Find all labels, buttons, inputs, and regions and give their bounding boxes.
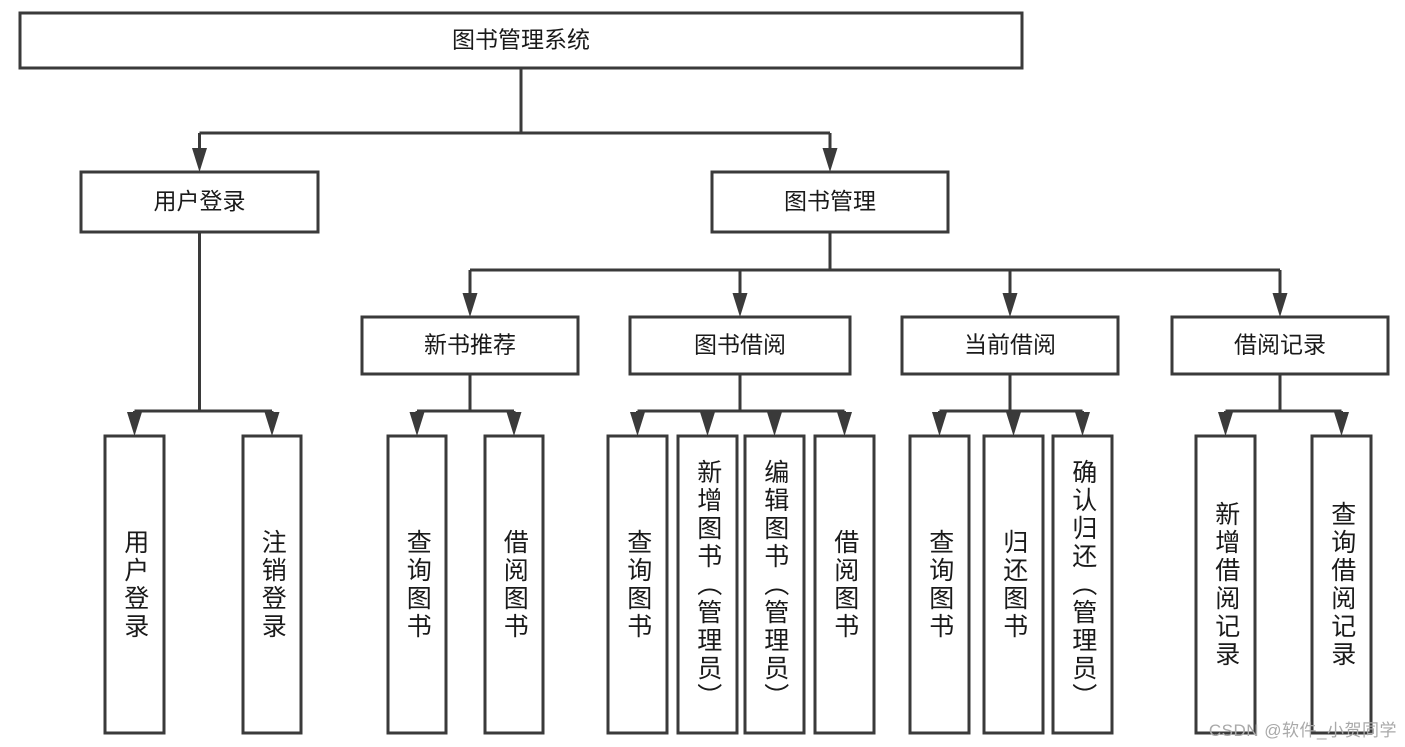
node-label: 当前借阅 [964,332,1056,358]
node-rect [79,170,320,234]
arrow-head [1218,412,1233,436]
leaf-leaf-query-book-1[interactable] [386,434,448,735]
leaf-leaf-add-record[interactable] [1194,434,1257,735]
arrow-head [127,412,142,436]
leaf-leaf-return-book[interactable] [982,434,1045,735]
connector-arrow [264,411,280,436]
node-rect [360,315,580,376]
node-root[interactable]: 图书管理系统 [18,11,1024,70]
leaf-leaf-edit-book[interactable] [743,434,806,735]
connector-arrow [506,411,522,436]
arrow-head [1006,412,1021,436]
arrow-head [1334,412,1349,436]
leaf-leaf-query-book-3[interactable] [908,434,971,735]
node-current-borrow[interactable]: 当前借阅 [900,315,1120,376]
leaf-leaf-borrow-book-1[interactable] [483,434,545,735]
connector-arrow [1075,411,1090,436]
connector-arrow [932,411,947,436]
leaf-leaf-query-record[interactable] [1310,434,1373,735]
arrow-head [1272,293,1288,317]
node-label: 用户登录 [154,188,246,214]
arrow-head [264,412,280,436]
arrow-head [506,412,522,436]
node-rect [386,434,448,735]
connectors-layer [127,68,1349,436]
node-rect [1310,434,1373,735]
node-rect [606,434,669,735]
arrow-head [767,412,782,436]
node-new-book-recommend[interactable]: 新书推荐 [360,315,580,376]
connector-arrow [1218,411,1233,436]
node-rect [900,315,1120,376]
node-rect [710,170,950,234]
arrow-head [837,412,852,436]
node-rect [1194,434,1257,735]
connector-arrow [1334,411,1349,436]
arrow-head [822,148,838,172]
connector-arrow [822,133,838,172]
node-label: 借阅记录 [1234,332,1326,358]
connector-arrow [1002,270,1018,317]
node-label: 图书管理系统 [452,27,590,53]
node-rect [241,434,303,735]
leaf-leaf-query-book-2[interactable] [606,434,669,735]
arrow-head [732,293,748,317]
arrow-head [462,293,478,317]
connector-arrow [767,411,782,436]
connector-arrow [700,411,715,436]
node-rect [982,434,1045,735]
arrow-head [1075,412,1090,436]
connector-arrow [837,411,852,436]
node-rect [483,434,545,735]
leaf-leaf-borrow-book-2[interactable] [813,434,876,735]
node-label: 图书借阅 [694,332,786,358]
node-label: 新书推荐 [424,332,516,358]
leaf-leaf-user-login[interactable] [103,434,166,735]
connector-arrow [409,411,425,436]
arrow-head [630,412,645,436]
node-rect [628,315,852,376]
node-book-manage[interactable]: 图书管理 [710,170,950,234]
arrow-head [409,412,425,436]
watermark-text: CSDN @软件_小贺同学 [1208,721,1397,740]
node-rect [813,434,876,735]
leaf-leaf-user-logout[interactable] [241,434,303,735]
arrow-head [192,148,207,172]
connector-arrow [630,411,645,436]
connector-arrow [192,133,207,172]
connector-arrow [1272,270,1288,317]
node-rect [1051,434,1114,735]
node-rect [18,11,1024,70]
node-user-login[interactable]: 用户登录 [79,170,320,234]
node-rect [103,434,166,735]
node-book-borrow[interactable]: 图书借阅 [628,315,852,376]
leaf-leaf-confirm-return[interactable] [1051,434,1114,735]
node-borrow-record[interactable]: 借阅记录 [1170,315,1390,376]
node-label: 图书管理 [784,188,876,214]
arrow-head [932,412,947,436]
node-rect [1170,315,1390,376]
connector-arrow [462,270,478,317]
node-rect [743,434,806,735]
arrow-head [1002,293,1018,317]
connector-arrow [127,411,142,436]
leaf-leaf-add-book[interactable] [676,434,739,735]
connector-arrow [732,270,748,317]
node-rect [676,434,739,735]
connector-arrow [1006,411,1021,436]
arrow-head [700,412,715,436]
node-rect [908,434,971,735]
